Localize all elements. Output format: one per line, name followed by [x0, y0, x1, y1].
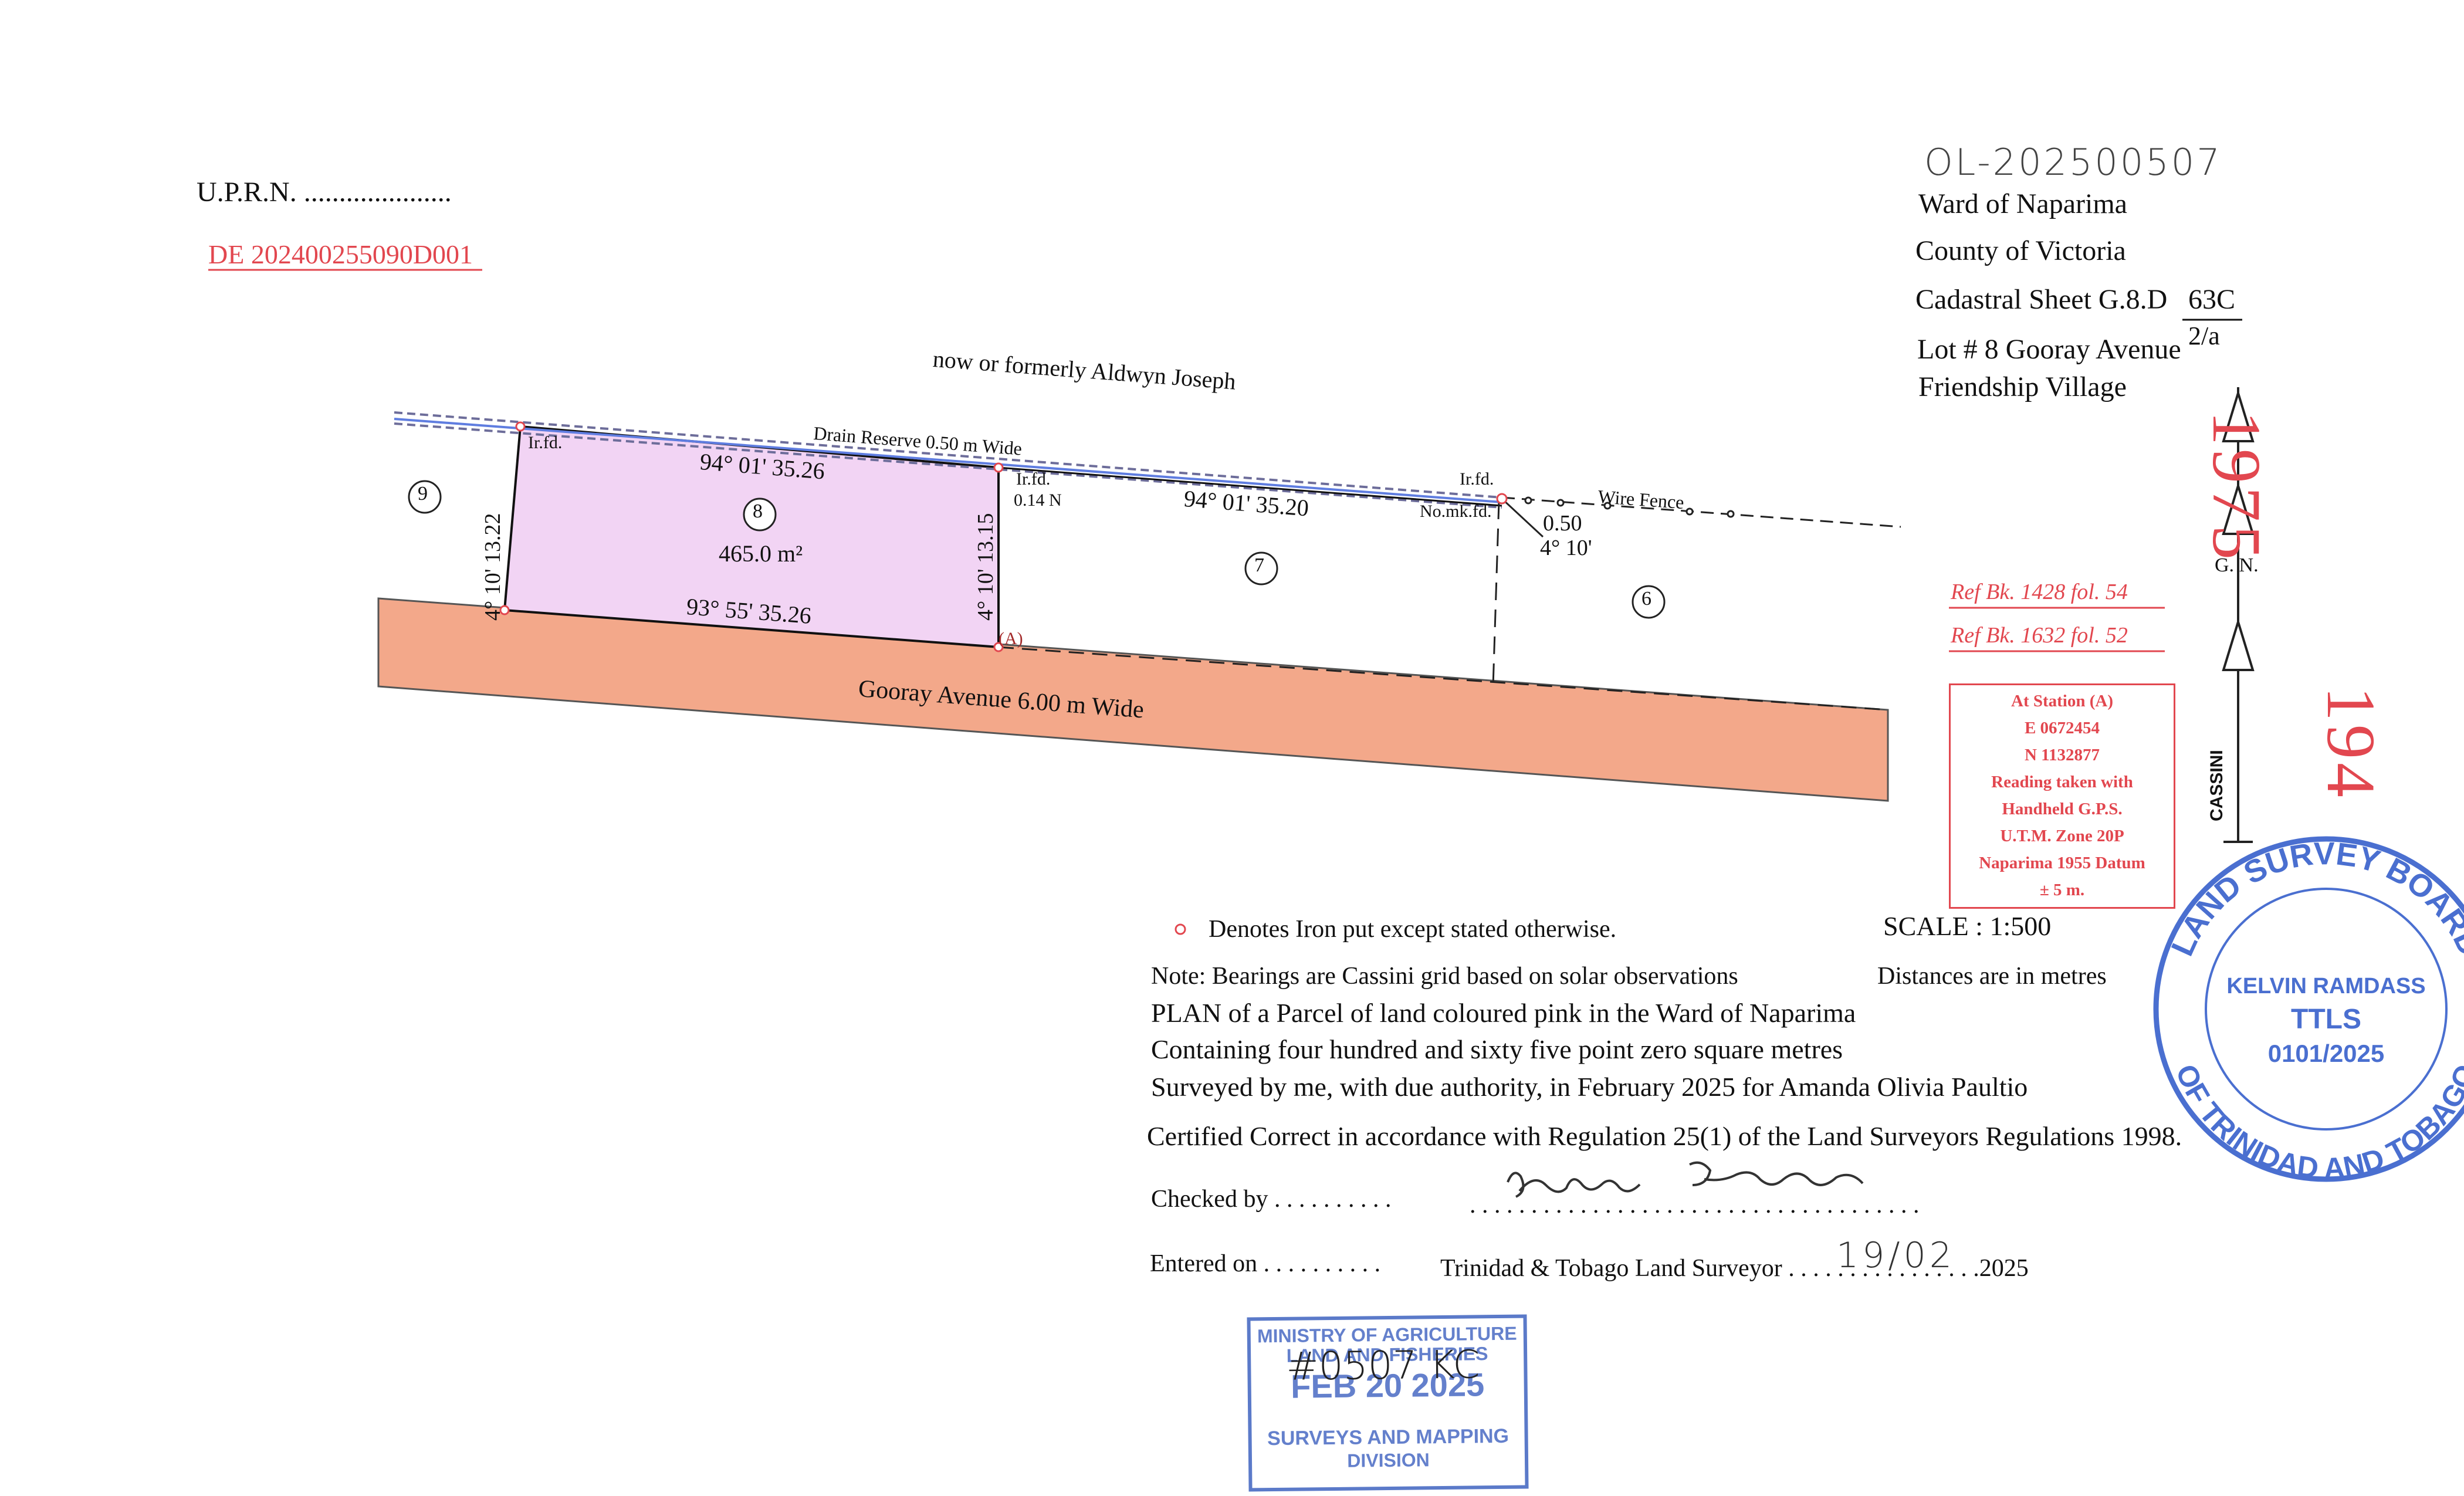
stamp-dept-1: SURVEYS AND MAPPING: [1267, 1424, 1509, 1450]
boundary-south-dashed: [998, 646, 1888, 711]
north-arrow: [2222, 387, 2255, 843]
seal-number: 0101/2025: [2268, 1040, 2385, 1067]
seal-ring-top: LAND SURVEY BOARD: [2165, 836, 2464, 961]
station-a-label: (A): [999, 629, 1023, 648]
offset-n-label: 0.14 N: [1014, 490, 1062, 510]
containing-text: Containing four hundred and sixty five p…: [1151, 1034, 1843, 1064]
station-line-4: Reading taken with: [1991, 773, 2133, 791]
cadastral-sheet-label: Cadastral Sheet G.8.D: [1915, 284, 2168, 315]
bearing-west: 4° 10' 13.22: [480, 513, 505, 621]
handwritten-ref: OL-202500507: [1924, 141, 2222, 184]
scale-label: SCALE : 1:500: [1883, 911, 2052, 941]
reference-2: Ref Bk. 1632 fol. 52: [1951, 623, 2128, 648]
lot-number-9: 9: [418, 483, 428, 505]
wire-fence-line: [1501, 496, 1901, 528]
surveyed-text: Surveyed by me, with due authority, in F…: [1151, 1072, 2028, 1102]
plan-of-text: PLAN of a Parcel of land coloured pink i…: [1151, 998, 1856, 1028]
iron-found-nw: Ir.fd.: [528, 433, 563, 452]
grid-north-label: G. N.: [2215, 554, 2259, 576]
station-line-8: ± 5 m.: [2039, 881, 2085, 899]
iron-found-fence: Ir.fd.: [1460, 469, 1494, 489]
lot-number-8: 8: [753, 500, 763, 522]
legend-text: Denotes Iron put except stated otherwise…: [1209, 916, 1617, 943]
no-mark-found: No.mk.fd.: [1420, 502, 1492, 521]
lot-label: Lot # 8 Gooray Avenue: [1917, 334, 2181, 365]
boundary-north-lot-7: [998, 466, 1502, 507]
gps-station-box: At Station (A) E 0672454 N 1132877 Readi…: [1949, 683, 2175, 909]
received-stamp: MINISTRY OF AGRICULTURE LAND AND FISHERI…: [1247, 1314, 1529, 1492]
bearing-east: 4° 10' 13.15: [973, 513, 998, 621]
village-label: Friendship Village: [1918, 371, 2127, 402]
entered-on-line: Entered on . . . . . . . . . .: [1150, 1250, 1381, 1277]
legend-iron-symbol: [1175, 923, 1186, 935]
uprn-label: U.P.R.N. .....................: [197, 177, 452, 208]
svg-text:LAND SURVEY BOARD: LAND SURVEY BOARD: [2165, 836, 2464, 961]
station-line-7: Naparima 1955 Datum: [1979, 854, 2145, 872]
parcel-area: 465.0 m²: [719, 540, 803, 567]
seal-ring-bottom: OF TRINIDAD AND TOBAGO: [2169, 1060, 2464, 1185]
distances-note: Distances are in metres: [1877, 963, 2107, 990]
offset-line: [1501, 497, 1544, 538]
station-line-1: At Station (A): [2011, 692, 2113, 710]
iron-found-ne: Ir.fd.: [1016, 469, 1051, 489]
svg-text:OF TRINIDAD AND TOBAGO: OF TRINIDAD AND TOBAGO: [2169, 1060, 2464, 1185]
checked-by-line: Checked by . . . . . . . . . .: [1151, 1186, 1392, 1213]
seal-name: KELVIN RAMDASS: [2226, 974, 2425, 999]
cassini-label: CASSINI: [2207, 750, 2226, 821]
station-line-2: E 0672454: [2024, 719, 2100, 737]
stamp-handwritten: #0507 KC: [1285, 1342, 1480, 1389]
margin-number-top: 1975: [2198, 411, 2275, 563]
fence-posts: [1524, 496, 1735, 518]
margin-number-bottom: 194: [2313, 686, 2389, 801]
drain-reserve-line-2: [394, 418, 1502, 503]
certified-text: Certified Correct in accordance with Reg…: [1147, 1121, 2182, 1151]
lot-circles: [408, 480, 1666, 619]
station-line-3: N 1132877: [2024, 746, 2100, 764]
lot-number-7: 7: [1254, 554, 1264, 576]
land-survey-board-seal: LAND SURVEY BOARD OF TRINIDAD AND TOBAGO…: [2153, 836, 2464, 1185]
signature-line: . . . . . . . . . . . . . . . . . . . . …: [1470, 1192, 1920, 1219]
seal-title: TTLS: [2291, 1004, 2361, 1035]
station-line-6: U.T.M. Zone 20P: [2000, 827, 2124, 845]
offset-bearing: 4° 10': [1540, 536, 1592, 560]
lot-number-6: 6: [1641, 588, 1651, 610]
cadastral-sheet-number: 63C: [2188, 284, 2236, 315]
surveyor-signature: [1507, 1161, 1864, 1198]
stamp-dept-2: DIVISION: [1347, 1449, 1430, 1471]
de-number: DE 202400255090D001: [208, 239, 473, 269]
signed-date: 19/02: [1836, 1235, 1955, 1276]
gooray-avenue-road: [377, 597, 1889, 802]
boundary-lot-7-east: [1492, 501, 1500, 687]
station-line-5: Handheld G.P.S.: [2002, 800, 2123, 818]
cadastral-sheet-sub: 2/a: [2188, 321, 2220, 350]
county-label: County of Victoria: [1915, 235, 2126, 266]
drain-reserve-line-3: [394, 422, 1502, 509]
offset-050: 0.50: [1543, 511, 1582, 536]
bearings-note: Note: Bearings are Cassini grid based on…: [1151, 963, 1738, 990]
ward-label: Ward of Naparima: [1918, 188, 2127, 219]
surveyor-date-line: Trinidad & Tobago Land Surveyor . . . . …: [1440, 1255, 2029, 1282]
reference-1: Ref Bk. 1428 fol. 54: [1951, 580, 2128, 604]
drain-reserve-line-1: [394, 411, 1502, 499]
iron-markers: [499, 421, 1508, 652]
